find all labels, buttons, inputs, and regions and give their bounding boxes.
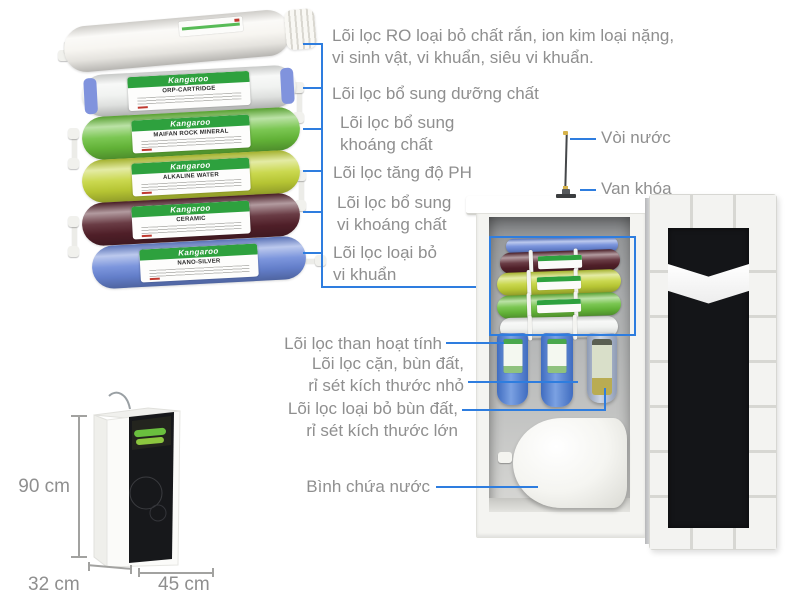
- callout-faucet: Vòi nước: [601, 128, 671, 147]
- door-rib: [650, 228, 668, 528]
- faucet: [564, 133, 568, 191]
- door-rib: [749, 228, 776, 528]
- dimension-width: 45 cm: [158, 574, 210, 595]
- tube: [299, 176, 304, 206]
- dimension-line-height: [78, 416, 80, 558]
- dimension-cap: [212, 568, 214, 577]
- cartridge-label: Kangaroo CERAMIC: [131, 199, 251, 240]
- cartridge-label: Kangaroo ORP-CARTRIDGE: [127, 70, 251, 112]
- tube: [304, 259, 318, 264]
- dimension-cap: [88, 562, 90, 571]
- callout-tick: [303, 252, 321, 254]
- callout-valve: Van khóa: [601, 179, 672, 198]
- leader-valve: [580, 189, 596, 191]
- dimension-cap: [130, 565, 132, 574]
- leader-sediment-large-vertical: [604, 388, 606, 411]
- tube-fitting: [68, 128, 79, 139]
- valve-base: [556, 194, 576, 198]
- tube-fitting: [68, 246, 79, 257]
- dimension-cap: [71, 556, 87, 558]
- callout-ph: Lõi lọc tăng độ PH: [333, 163, 472, 182]
- tube: [72, 222, 77, 252]
- dimension-height: 90 cm: [18, 476, 70, 497]
- leader-sediment-large: [462, 409, 606, 411]
- cartridge-label: Kangaroo ALKALINE WATER: [131, 156, 251, 197]
- leader-tank: [436, 486, 538, 488]
- callout-connector-line: [321, 286, 491, 288]
- callout-tick: [303, 87, 321, 89]
- valve: [562, 189, 570, 195]
- leader-carbon: [446, 342, 504, 344]
- tube: [297, 88, 302, 118]
- callout-sediment-small: Lõi lọc cặn, bùn đất,rỉ sét kích thước n…: [308, 354, 464, 395]
- cartridge-ro-membrane: [62, 7, 318, 74]
- water-tank: [513, 418, 627, 508]
- dimension-cap: [71, 415, 87, 417]
- vertical-filter-sediment-small: [541, 333, 573, 407]
- door-glass-panel: [668, 228, 749, 528]
- end-cap: [83, 77, 99, 115]
- door-rib: [650, 195, 776, 228]
- faucet-tip: [563, 131, 568, 135]
- callout-nutrient: Lõi lọc bổ sung dưỡng chất: [332, 84, 539, 103]
- end-cap: [279, 67, 295, 105]
- vertical-filter-carbon: [497, 333, 528, 405]
- cartridge-label: Kangaroo MAIFAN ROCK MINERAL: [131, 113, 251, 154]
- tube: [72, 134, 77, 164]
- leader-faucet: [570, 138, 596, 140]
- dimension-line-width: [138, 572, 214, 574]
- tube-fitting: [68, 158, 79, 169]
- door-chevron-band: [668, 264, 749, 304]
- cartridge-label: Kangaroo NANO-SILVER: [139, 242, 259, 283]
- callout-ro: Lõi lọc RO loại bỏ chất rắn, ion kim loạ…: [332, 26, 675, 67]
- callout-sediment-large: Lõi lọc loại bỏ bùn đất,rỉ sét kích thướ…: [287, 399, 458, 440]
- door-rib: [650, 528, 776, 549]
- cabinet-door: [649, 194, 777, 550]
- cartridge-body: [62, 8, 292, 74]
- callout-tick: [303, 211, 321, 213]
- door-hinge: [645, 198, 651, 544]
- tube-fitting: [315, 255, 326, 266]
- tube-fitting: [293, 82, 304, 93]
- callout-tank: Bình chứa nước: [306, 477, 430, 496]
- dimension-depth: 32 cm: [28, 574, 80, 595]
- dimension-cap: [138, 568, 140, 577]
- callout-tick: [303, 43, 321, 45]
- valve-dot: [563, 186, 568, 189]
- cartridge-group-box: [489, 236, 636, 336]
- tube-fitting: [68, 216, 79, 227]
- tank-fitting: [498, 452, 512, 463]
- callout-tick: [303, 170, 321, 172]
- purifier-small-view: [93, 391, 181, 569]
- callout-carbon: Lõi lọc than hoạt tính: [284, 334, 442, 353]
- callout-tick: [303, 128, 321, 130]
- vertical-filter-sediment-large: [587, 333, 617, 403]
- leader-sediment-small: [468, 381, 578, 383]
- callout-bracket-line: [321, 43, 323, 288]
